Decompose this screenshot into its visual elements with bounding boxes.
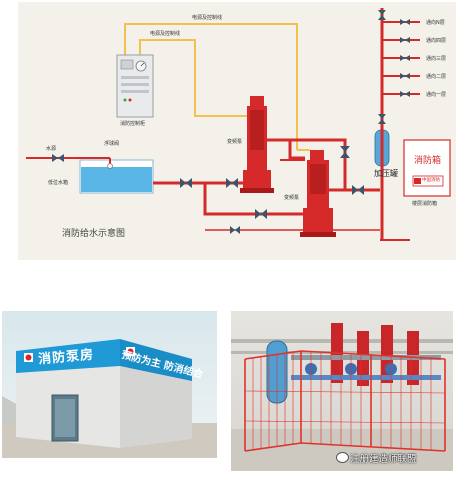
discharge-pipe	[264, 138, 305, 160]
label-control-cabinet: 消防控制柜	[120, 121, 146, 127]
control-wire-1	[124, 23, 298, 150]
control-wire-2	[139, 39, 255, 117]
label-power-line-1: 电源及控制线	[192, 15, 223, 21]
label-hydrant-box: 消防箱	[414, 156, 442, 166]
label-floor-hydrant: 楼层消防箱	[412, 201, 438, 207]
wechat-icon	[336, 452, 349, 463]
floor-tag-2: 通向二层	[426, 74, 447, 80]
label-pump-1: 变频泵	[227, 139, 243, 145]
floor-tag-4: 通向四层	[426, 38, 447, 44]
floor-tag-n: 通向N层	[426, 20, 445, 26]
pump-house-photo: 消防泵房 预防为主 防消结合	[2, 311, 217, 458]
label-pump-2: 变频泵	[284, 195, 300, 201]
pump-room-photo	[231, 311, 453, 471]
pump-2	[300, 150, 336, 237]
floor-tag-1: 通向一层	[426, 92, 447, 98]
pump-1	[240, 96, 274, 193]
label-power-line-2: 电源及控制线	[150, 31, 181, 37]
diagram-caption: 消防给水示意图	[62, 229, 126, 239]
label-pressure-tank: 加压罐	[374, 169, 398, 178]
hydrant-cabinet	[403, 139, 451, 197]
label-water-source: 水源	[46, 146, 57, 152]
label-float-valve: 浮球阀	[104, 141, 120, 147]
label-low-tank: 低位水箱	[48, 180, 69, 186]
watermark-text: 注册建造师联盟	[350, 454, 417, 465]
diagram-svg	[26, 8, 451, 241]
label-hydrant-brand: 中国消防	[422, 178, 440, 183]
floor-tag-3: 通向三层	[426, 56, 447, 62]
